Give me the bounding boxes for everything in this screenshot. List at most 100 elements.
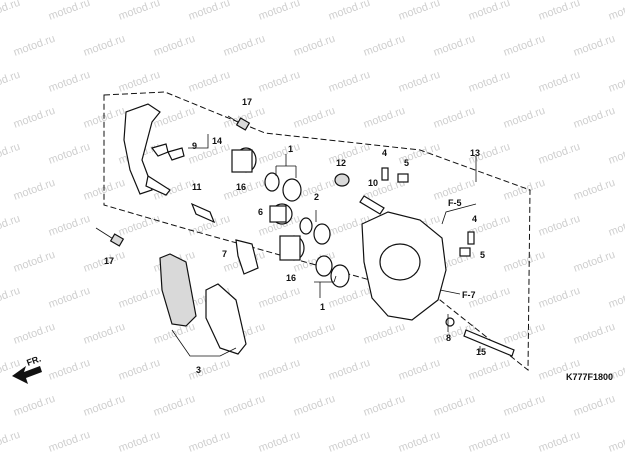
watermark-text: motod.ru [572, 321, 617, 347]
watermark-text: motod.ru [502, 105, 547, 131]
watermark-text: motod.ru [362, 321, 407, 347]
watermark-text: motod.ru [12, 105, 57, 131]
ref-f5: F-5 [448, 198, 462, 208]
watermark-text: motod.ru [572, 105, 617, 131]
watermark-text: motod.ru [607, 285, 625, 311]
watermark-text: motod.ru [117, 285, 162, 311]
watermark-text: motod.ru [327, 141, 372, 167]
watermark-text: motod.ru [537, 285, 582, 311]
watermark-text: motod.ru [82, 321, 127, 347]
caliper-bracket [123, 103, 171, 196]
callout-11: 11 [192, 182, 202, 192]
callout-13: 13 [470, 148, 480, 158]
seals-2 [299, 217, 331, 245]
watermark-text: motod.ru [292, 393, 337, 419]
watermark-text: motod.ru [257, 357, 302, 383]
watermark-text: motod.ru [47, 429, 92, 455]
watermark-text: motod.ru [222, 393, 267, 419]
watermark-text: motod.ru [117, 0, 162, 23]
watermark-text: motod.ru [467, 357, 512, 383]
watermark-text: motod.ru [607, 69, 625, 95]
pad-spring-clips [150, 143, 185, 161]
watermark-text: motod.ru [537, 141, 582, 167]
piston-16-lower [279, 235, 305, 261]
ref-f7: F-7 [462, 290, 476, 300]
watermark-text: motod.ru [397, 357, 442, 383]
watermark-text: motod.ru [292, 105, 337, 131]
piston-seals-upper [264, 172, 302, 202]
callout-12: 12 [336, 158, 346, 168]
watermark-text: motod.ru [397, 0, 442, 23]
bolt-17-top [227, 115, 251, 131]
direction-label: FR. [25, 354, 42, 368]
callout-1-lower: 1 [320, 302, 325, 312]
watermark-text: motod.ru [0, 213, 22, 239]
watermark-text: motod.ru [152, 393, 197, 419]
bleeder-valve-upper [381, 167, 409, 183]
watermark-text: motod.ru [257, 141, 302, 167]
watermark-text: motod.ru [292, 321, 337, 347]
callout-4-right: 4 [472, 214, 477, 224]
watermark-text: motod.ru [152, 33, 197, 59]
diagram-code: K777F1800 [566, 372, 613, 382]
watermark-text: motod.ru [432, 105, 477, 131]
callout-10: 10 [368, 178, 378, 188]
callout-1-upper: 1 [288, 144, 293, 154]
watermark-text: motod.ru [362, 393, 407, 419]
callout-7: 7 [222, 249, 227, 259]
watermark-text: motod.ru [537, 0, 582, 23]
watermark-text: motod.ru [467, 429, 512, 455]
watermark-text: motod.ru [467, 69, 512, 95]
callout-5-right: 5 [480, 250, 485, 260]
watermark-text: motod.ru [47, 0, 92, 23]
watermark-text: motod.ru [467, 0, 512, 23]
watermark-text: motod.ru [397, 69, 442, 95]
watermark-text: motod.ru [607, 0, 625, 23]
watermark-text: motod.ru [187, 69, 232, 95]
front-direction-arrow [12, 366, 42, 384]
leader-lines [171, 134, 481, 357]
slide-pin-15 [463, 329, 515, 357]
bolt-10 [359, 195, 385, 215]
watermark-text: motod.ru [537, 213, 582, 239]
brake-pad-left [159, 253, 197, 327]
watermark-text: motod.ru [327, 429, 372, 455]
watermark-text: motod.ru [502, 33, 547, 59]
callout-5-top: 5 [404, 158, 409, 168]
washer-8 [445, 317, 455, 327]
watermark-text: motod.ru [187, 357, 232, 383]
watermark-text: motod.ru [607, 213, 625, 239]
watermark-text: motod.ru [572, 177, 617, 203]
bolt-17-bottom [95, 227, 125, 247]
watermark-text: motod.ru [12, 249, 57, 275]
watermark-text: motod.ru [327, 69, 372, 95]
watermark-text: motod.ru [502, 321, 547, 347]
watermark-text: motod.ru [117, 213, 162, 239]
watermark-text: motod.ru [502, 177, 547, 203]
watermark-text: motod.ru [0, 69, 22, 95]
watermark-text: motod.ru [117, 357, 162, 383]
piston-6 [269, 203, 293, 225]
bleeder-valve-right [459, 231, 475, 257]
watermark-text: motod.ru [222, 33, 267, 59]
callout-17-bottom: 17 [104, 256, 114, 266]
watermark-text: motod.ru [257, 69, 302, 95]
watermark-text: motod.ru [537, 69, 582, 95]
watermark-text: motod.ru [327, 357, 372, 383]
watermark-text: motod.ru [0, 0, 22, 23]
watermark-text: motod.ru [502, 393, 547, 419]
watermark-text: motod.ru [572, 33, 617, 59]
callout-8: 8 [446, 333, 451, 343]
watermark-text: motod.ru [362, 33, 407, 59]
watermark-text: motod.ru [12, 33, 57, 59]
callout-4-top: 4 [382, 148, 387, 158]
watermark-text: motod.ru [432, 33, 477, 59]
watermark-text: motod.ru [292, 33, 337, 59]
watermark-text: motod.ru [257, 429, 302, 455]
watermark-text: motod.ru [47, 285, 92, 311]
watermark-text: motod.ru [187, 0, 232, 23]
piston-seals-lower [315, 255, 350, 288]
watermark-text: motod.ru [12, 321, 57, 347]
watermark-text: motod.ru [0, 429, 22, 455]
watermark-text: motod.ru [607, 141, 625, 167]
